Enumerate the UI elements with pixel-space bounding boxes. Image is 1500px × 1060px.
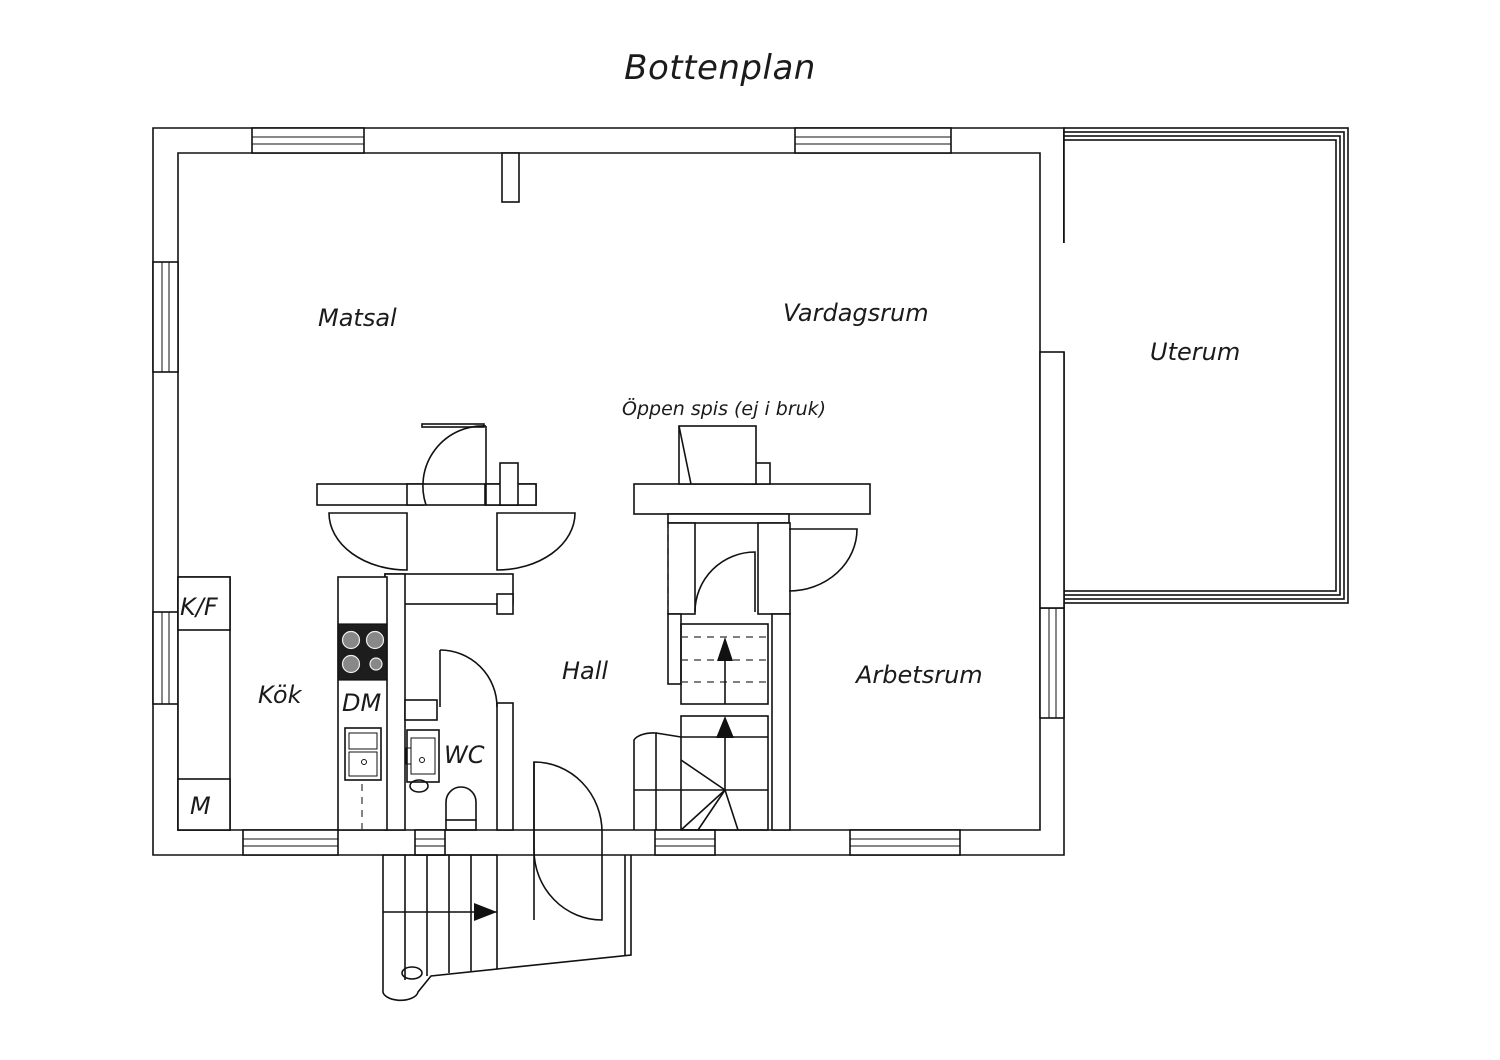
fireplace: [678, 425, 757, 485]
door: [439, 649, 498, 708]
sunroom-frame: [1041, 127, 1349, 604]
door: [694, 551, 756, 613]
door: [421, 423, 487, 506]
room-label-matsal: Matsal: [318, 304, 397, 332]
room-label-uterum: Uterum: [1150, 338, 1241, 366]
room-label-kok: Kök: [258, 681, 302, 709]
window: [251, 127, 365, 154]
room-label-wc: WC: [444, 741, 485, 769]
entrance-stair: [382, 854, 632, 1002]
door: [328, 512, 576, 571]
m-unit-label: M: [190, 792, 211, 820]
doors: [328, 423, 858, 921]
window: [1039, 607, 1065, 719]
door: [533, 761, 603, 921]
wc-fixtures: [405, 729, 477, 831]
window: [242, 829, 339, 856]
plan-title: Bottenplan: [624, 48, 816, 88]
window: [152, 261, 179, 373]
window: [152, 611, 179, 705]
kitchen: [177, 576, 388, 831]
interior-walls: [316, 152, 1065, 831]
room-label-arbetsrum: Arbetsrum: [856, 661, 983, 689]
window: [849, 829, 961, 856]
fireplace-note: Öppen spis (ej i bruk): [622, 398, 827, 420]
outer-wall: [152, 127, 1065, 856]
room-label-hall: Hall: [562, 657, 609, 685]
door: [788, 528, 858, 592]
interior-stair: [633, 528, 769, 831]
windows: [152, 127, 1065, 856]
room-label-vardagsrum: Vardagsrum: [783, 299, 929, 327]
dishwasher-label: DM: [342, 689, 382, 717]
fridge-freezer-label: K/F: [180, 593, 218, 621]
window: [414, 829, 446, 856]
window: [654, 829, 716, 856]
window: [794, 127, 952, 154]
